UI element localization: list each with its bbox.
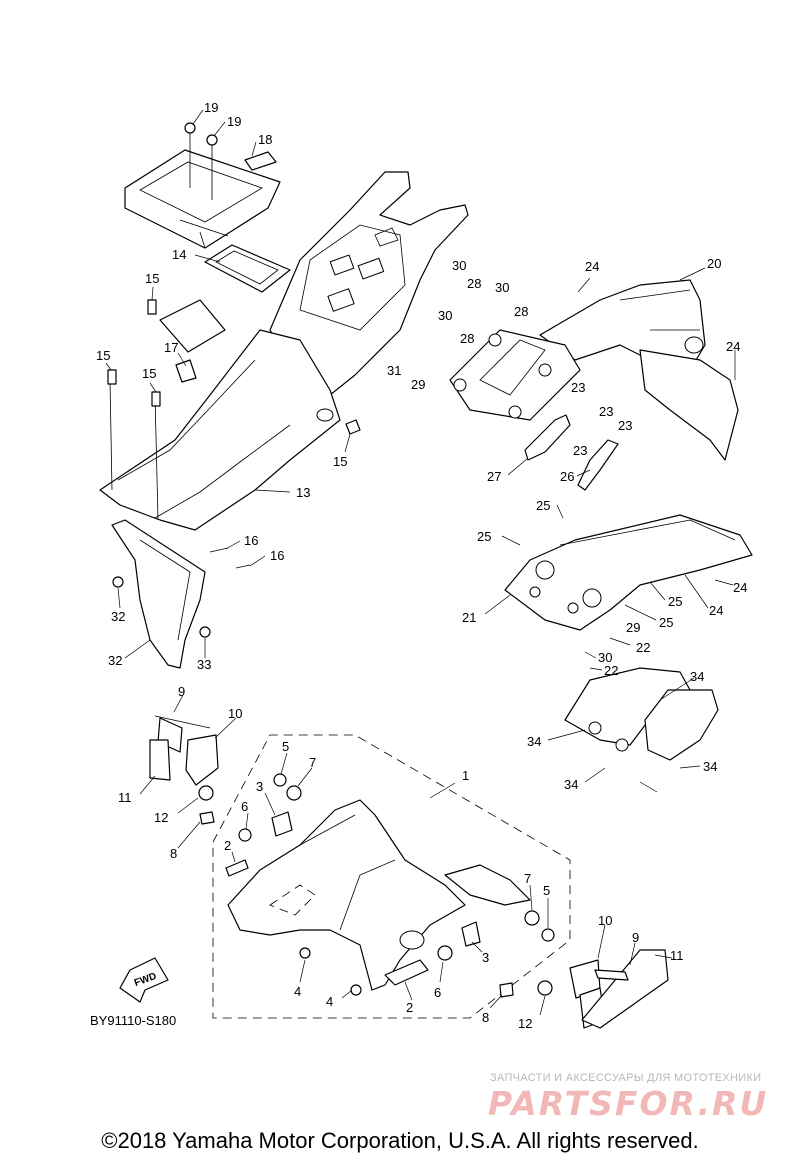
callout-8: 8: [170, 846, 177, 861]
callout-33: 34: [527, 734, 541, 749]
inner-fender-part-31: [111, 519, 211, 669]
callout-28: 28: [514, 304, 528, 319]
callout-15: 15: [333, 454, 347, 469]
right-fender-hardware: [437, 910, 669, 1029]
mount-plate-part-21: [504, 514, 753, 631]
callout-26: 26: [560, 469, 574, 484]
callout-24: 24: [733, 580, 747, 595]
callout-4: 4: [294, 984, 301, 999]
callout-19: 19: [227, 114, 241, 129]
callout-15: 15: [96, 348, 110, 363]
light-cover-part-33: [564, 667, 719, 761]
callout-34: 34: [703, 759, 717, 774]
rubber-pad-part-14: [204, 244, 291, 293]
callout-34: 34: [564, 777, 578, 792]
tool-tray-part-18: [124, 149, 281, 249]
callout-22: 22: [604, 663, 618, 678]
front-fender-boundary: [212, 734, 571, 1019]
bolts-15: [107, 299, 361, 435]
front-fender-part-1: [227, 799, 531, 991]
callout-5: 5: [282, 739, 289, 754]
callout-25: 25: [668, 594, 682, 609]
callout-13: 13: [296, 485, 310, 500]
callout-32: 33: [197, 657, 211, 672]
license-bracket: [449, 329, 581, 421]
callout-7: 7: [309, 755, 316, 770]
callout-19: 19: [204, 100, 218, 115]
callout-29: 30: [598, 650, 612, 665]
bracket-part-26: [577, 439, 619, 491]
callout-5: 5: [543, 883, 550, 898]
rear-fender-part-13: [99, 299, 341, 531]
callout-2: 2: [224, 838, 231, 853]
callout-24: 24: [585, 259, 599, 274]
callout-7: 7: [524, 871, 531, 886]
bolts-19: [184, 122, 218, 200]
callout-28: 29: [411, 377, 425, 392]
callout-28: 28: [460, 331, 474, 346]
callout-4: 4: [326, 994, 333, 1009]
callout-6: 6: [434, 985, 441, 1000]
callout-3: 3: [482, 950, 489, 965]
callout-30: 30: [495, 280, 509, 295]
callout-27: 27: [487, 469, 501, 484]
watermark-logo: PARTSFOR.RU: [488, 1084, 769, 1123]
callout-12: 12: [518, 1016, 532, 1031]
rear-subframe: [269, 171, 469, 396]
callout-25: 25: [536, 498, 550, 513]
callout-15: 15: [142, 366, 156, 381]
callout-12: 12: [154, 810, 168, 825]
callout-1: 1: [462, 768, 469, 783]
callout-2: 2: [406, 1000, 413, 1015]
forward-arrow-icon: FWD: [119, 957, 169, 1003]
callout-24: 24: [726, 339, 740, 354]
callout-11: 11: [670, 948, 684, 963]
callout-28: 28: [467, 276, 481, 291]
copyright-notice: ©2018 Yamaha Motor Corporation, U.S.A. A…: [101, 1128, 699, 1153]
callout-23: 23: [571, 380, 585, 395]
callout-17: 17: [164, 340, 178, 355]
callout-16: 16: [244, 533, 258, 548]
callout-30: 30: [438, 308, 452, 323]
callout-31: 32: [108, 653, 122, 668]
callout-9: 9: [178, 684, 185, 699]
callout-3: 3: [256, 779, 263, 794]
callout-34: 34: [690, 669, 704, 684]
callout-6: 6: [241, 799, 248, 814]
callout-24: 24: [709, 603, 723, 618]
callout-18: 18: [258, 132, 272, 147]
callout-8: 8: [482, 1010, 489, 1025]
callout-29: 29: [626, 620, 640, 635]
callout-9: 9: [632, 930, 639, 945]
bracket-part-27: [524, 414, 571, 461]
callout-10: 10: [598, 913, 612, 928]
clips-16: [209, 547, 251, 569]
leader-lines: [105, 109, 736, 1016]
callout-32: 32: [111, 609, 125, 624]
callout-22: 22: [636, 640, 650, 655]
callout-21: 21: [462, 610, 476, 625]
callout-25: 25: [477, 529, 491, 544]
left-fender-hardware: [149, 715, 362, 996]
callout-15: 15: [145, 271, 159, 286]
callout-25: 25: [659, 615, 673, 630]
tail-bracket-part-20: [539, 279, 739, 461]
callout-11: 11: [118, 790, 132, 805]
callout-30: 31: [387, 363, 401, 378]
callout-labels: 1 2 2 3 3 4 4 5 5 6 6 7 7 8 8 9 9 10 10 …: [90, 100, 747, 1031]
callout-20: 20: [707, 256, 721, 271]
callout-23: 23: [573, 443, 587, 458]
callout-16: 16: [270, 548, 284, 563]
watermark-tagline: ЗАПЧАСТИ И АКСЕССУАРЫ ДЛЯ МОТОТЕХНИКИ: [490, 1072, 762, 1084]
diagram-code: BY91110-S180: [90, 1013, 176, 1028]
callout-30: 30: [452, 258, 466, 273]
callout-23: 23: [618, 418, 632, 433]
callout-23: 23: [599, 404, 613, 419]
decal-part-2: [225, 859, 249, 877]
callout-10: 10: [228, 706, 242, 721]
callout-14: 14: [172, 247, 186, 262]
